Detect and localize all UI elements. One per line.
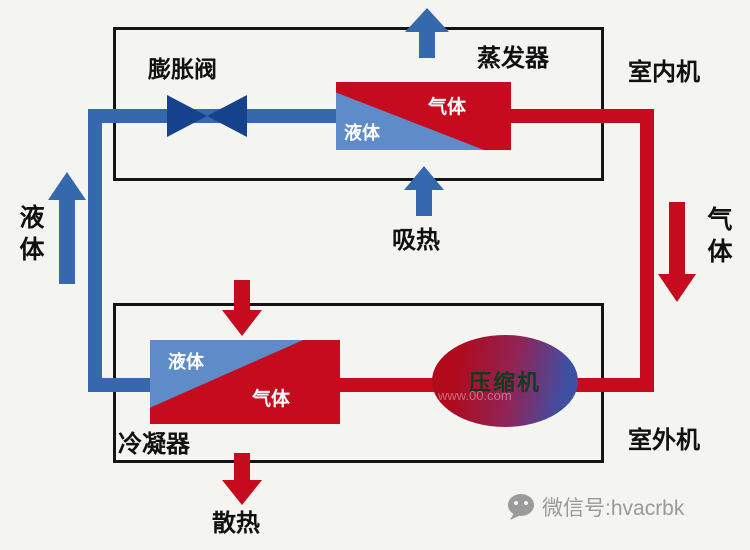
absorb-heat-label: 吸热 xyxy=(392,227,440,254)
condenser-inlet-down-arrow-icon xyxy=(222,280,262,336)
right-gas-down-arrow-icon xyxy=(658,202,696,302)
condenser-block: 液体 气体 xyxy=(150,340,340,424)
pipe-compressor-outlet-red xyxy=(338,378,448,392)
wechat-id-text: 微信号:hvacrbk xyxy=(542,497,685,520)
absorb-heat-up-arrow-icon xyxy=(404,166,444,216)
condenser-gas-label: 气体 xyxy=(252,389,291,410)
pipe-condenser-outlet-blue xyxy=(88,378,154,392)
outdoor-unit-label: 室外机 xyxy=(628,427,700,454)
evaporator-output-up-arrow-icon xyxy=(405,8,449,58)
pipe-compressor-inlet-red xyxy=(560,378,654,392)
pipe-left-vertical-blue xyxy=(88,109,102,392)
release-heat-down-arrow-icon xyxy=(222,453,262,505)
right-gas-label: 气体 xyxy=(704,206,732,270)
expansion-valve-label: 膨胀阀 xyxy=(148,56,217,82)
footer-credit: 微信号:hvacrbk xyxy=(506,492,684,522)
evaporator-liquid-label: 液体 xyxy=(344,123,380,143)
evaporator-label: 蒸发器 xyxy=(477,45,549,72)
expansion-valve-icon xyxy=(167,95,247,137)
evaporator-block: 液体 气体 xyxy=(336,82,511,150)
indoor-unit-box xyxy=(113,27,604,181)
watermark: www.00.com xyxy=(438,388,512,403)
pipe-evaporator-outlet-red xyxy=(508,109,654,123)
compressor-block: 压缩机 xyxy=(432,335,578,427)
compressor-label: 压缩机 xyxy=(468,370,541,395)
left-liquid-label: 液体 xyxy=(16,204,44,268)
release-heat-label: 散热 xyxy=(212,510,260,537)
left-liquid-up-arrow-icon xyxy=(48,172,86,284)
condenser-liquid-label: 液体 xyxy=(168,352,204,372)
pipe-right-vertical-red xyxy=(640,109,654,392)
indoor-unit-label: 室内机 xyxy=(628,59,700,86)
wechat-icon xyxy=(508,494,534,520)
evaporator-gas-label: 气体 xyxy=(428,97,467,118)
condenser-label: 冷凝器 xyxy=(118,431,190,458)
